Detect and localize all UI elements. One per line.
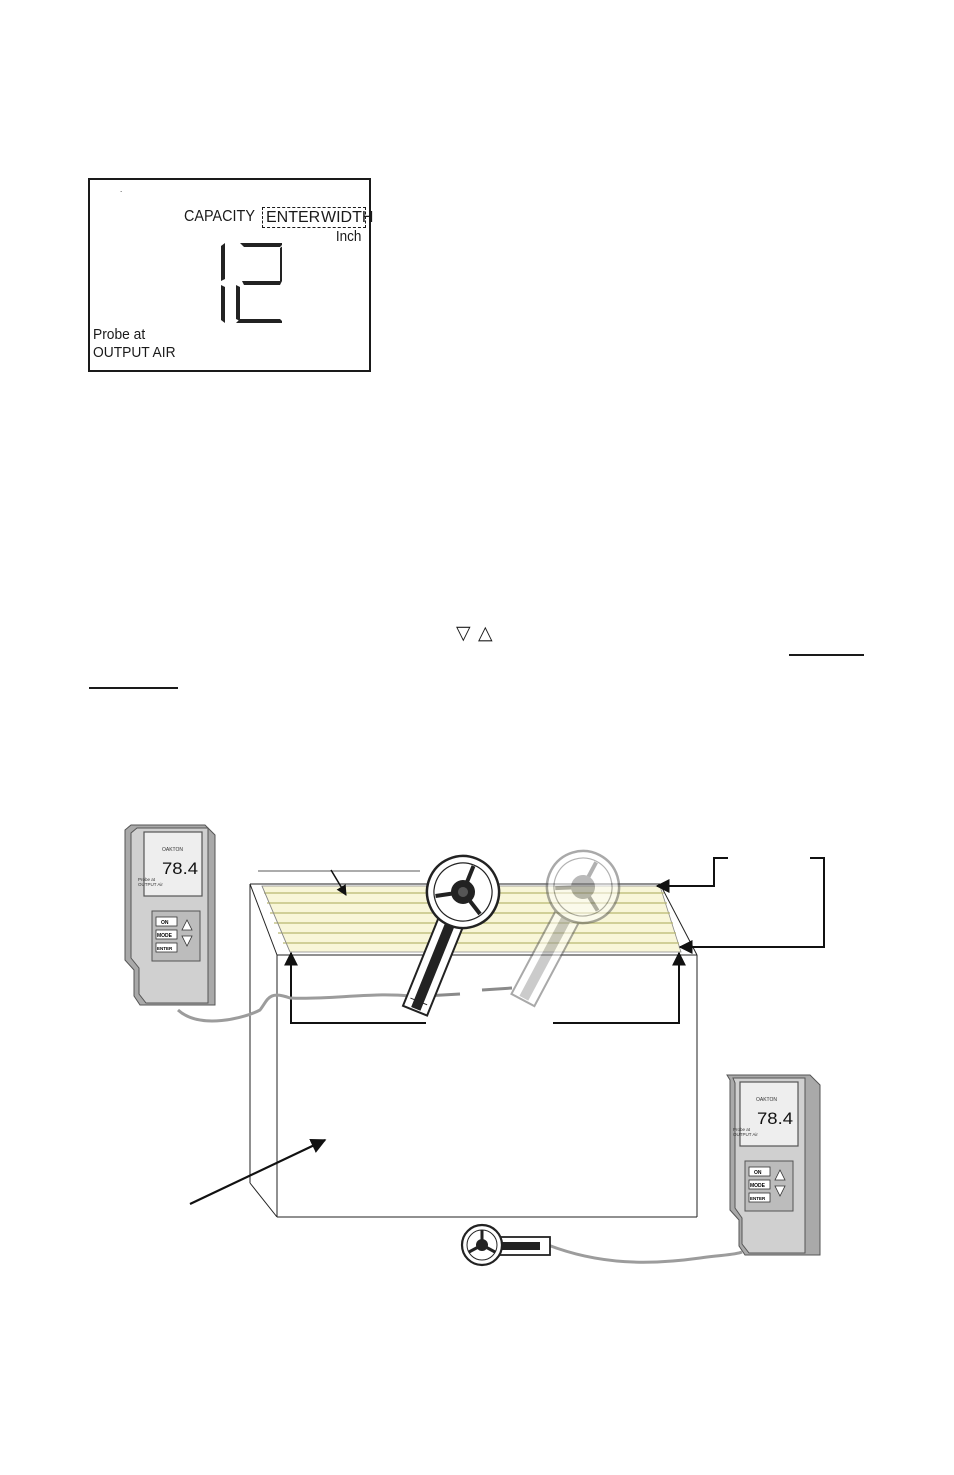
meter-left-down-icon	[181, 935, 193, 947]
underline-1	[789, 654, 864, 656]
meter-left-brand: OAKTON	[162, 847, 183, 853]
probe-cable-right	[547, 1243, 743, 1264]
lcd-status-line1: Probe at	[93, 326, 146, 343]
grille-pointer-arrow	[330, 869, 347, 896]
probe-cable-left	[176, 993, 411, 1023]
underline-2	[89, 687, 178, 689]
meter-right-down-icon	[774, 1185, 786, 1197]
meter-right-brand: OAKTON	[756, 1097, 777, 1103]
meter-right-reading: 78.4	[757, 1109, 793, 1128]
meter-right-probe-line1: Probe at	[733, 1127, 751, 1132]
meter-right-probe-line2: OUTPUT Air	[733, 1132, 758, 1137]
down-arrow-key-icon: ▽	[456, 623, 471, 644]
meter-left-probe-line2: OUTPUT Air	[138, 882, 163, 887]
intake-air-arrow	[189, 1138, 327, 1205]
lcd-prompt-width: WIDTH	[321, 209, 374, 226]
vane-probe-ghost	[510, 849, 621, 1008]
width-dimension-bracket	[284, 951, 686, 1024]
lcd-top-mark: .	[120, 185, 123, 194]
meter-left-key-mode: MODE	[157, 933, 173, 939]
meter-left: OAKTON 78.4 Probe at OUTPUT Air ON MODE …	[124, 824, 216, 1006]
depth-dimension-bracket	[655, 857, 825, 954]
meter-left-reading: 78.4	[162, 859, 198, 878]
meter-left-probe-line1: Probe at	[138, 877, 156, 882]
meter-left-key-enter: ENTER	[157, 946, 173, 951]
meter-left-up-icon	[181, 919, 193, 931]
lcd-prompt-box: ENTER WIDTH	[262, 207, 373, 228]
meter-right: OAKTON 78.4 Probe at OUTPUT Air ON MODE …	[726, 1074, 821, 1256]
lcd-unit: Inch	[335, 228, 361, 245]
lcd-mode-label: CAPACITY	[184, 208, 255, 225]
meter-right-key-mode: MODE	[750, 1183, 766, 1189]
vane-probe-solid	[401, 854, 501, 1017]
lcd-status-line2: OUTPUT AIR	[93, 344, 176, 361]
lcd-display-panel: . CAPACITY ENTER WIDTH Inch 12 Probe at …	[88, 178, 373, 372]
lcd-seven-segment-value: 12	[221, 243, 282, 323]
meter-right-up-icon	[774, 1169, 786, 1181]
vane-probe-bottom	[460, 1223, 551, 1267]
meter-right-key-on: ON	[754, 1170, 762, 1176]
lcd-prompt-enter: ENTER	[266, 209, 321, 226]
meter-left-key-on: ON	[161, 920, 169, 926]
meter-right-key-enter: ENTER	[750, 1196, 766, 1201]
up-arrow-key-icon: △	[478, 623, 493, 644]
